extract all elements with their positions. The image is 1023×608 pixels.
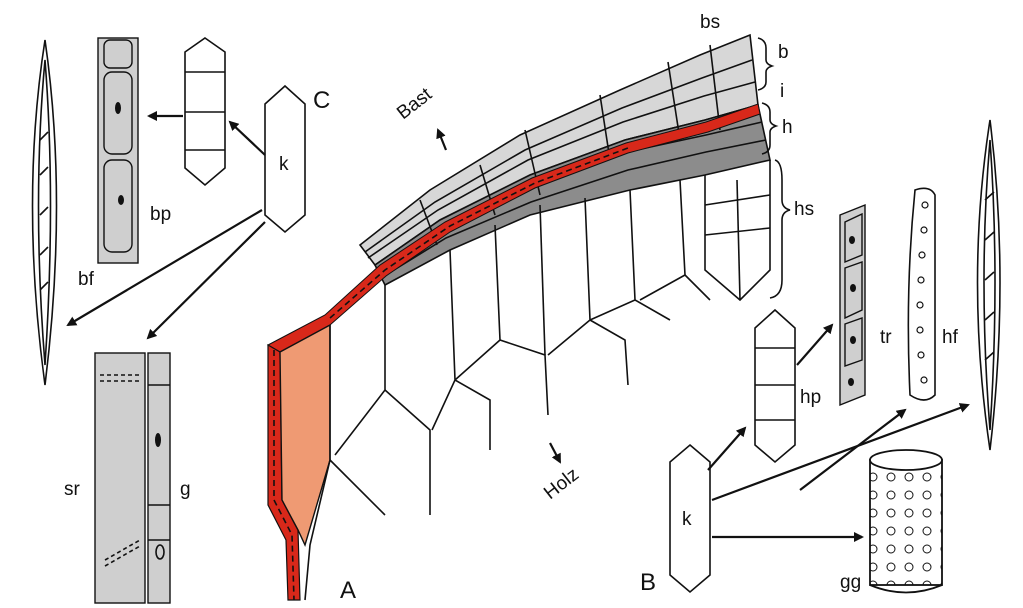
label-holz: Holz (540, 464, 583, 504)
arrow-c-to-fiber (66, 209, 263, 327)
label-hp: hp (800, 387, 821, 408)
wood-cells (304, 160, 771, 601)
label-A: A (340, 577, 356, 604)
arrow-c-to-sieve (146, 221, 266, 340)
label-tr: tr (880, 327, 892, 348)
cambium-arc (266, 33, 791, 601)
label-g: g (180, 479, 191, 500)
label-gg: gg (840, 572, 861, 593)
arrow-b-to-tracheid (799, 408, 907, 491)
arrow-b-to-fiber (711, 403, 970, 502)
arrow-b-to-division (707, 426, 747, 471)
panel-c: k C bp bf (31, 37, 330, 386)
label-k-c: k (279, 154, 289, 175)
label-bp: bp (150, 204, 171, 225)
label-sr: sr (64, 479, 81, 500)
fusiform-initial-c (264, 84, 306, 234)
bast-arrow (436, 128, 448, 151)
label-b: b (778, 42, 789, 63)
label-hf: hf (942, 327, 959, 348)
panel-b: k B (640, 119, 1001, 596)
label-C: C (313, 87, 330, 114)
h-bracket (761, 102, 779, 155)
sieve-tube-panel: sr g (64, 352, 191, 604)
b-bracket (757, 37, 775, 91)
holz-arrow (549, 442, 561, 464)
label-i: i (780, 81, 784, 102)
label-k-b: k (682, 509, 692, 530)
arrow-c-to-division (228, 120, 266, 156)
tracheid-pits (916, 201, 929, 384)
label-h: h (782, 117, 793, 138)
vessel-member (869, 449, 943, 594)
label-bast: Bast (393, 84, 436, 124)
bast-fiber-cell (31, 39, 58, 386)
cambium-band (266, 103, 761, 353)
fusiform-initial-b (669, 443, 711, 594)
label-bs: bs (700, 12, 720, 33)
label-hs: hs (794, 199, 814, 220)
fusiform-division-cell-b (754, 308, 796, 464)
label-bf: bf (78, 269, 95, 290)
wood-fiber-cell (976, 119, 1001, 451)
tracheid-cell (907, 187, 936, 401)
hs-bracket (769, 159, 791, 299)
arrow-b-to-parenchyma (796, 323, 834, 366)
bast-parenchyma-strand (97, 37, 139, 264)
label-B: B (640, 569, 656, 596)
bast-fiber-pits (39, 131, 49, 291)
wood-parenchyma-strand (839, 203, 866, 407)
